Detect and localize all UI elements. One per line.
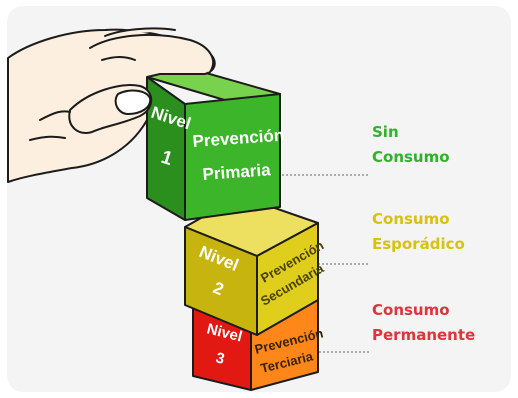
stage-labels: Sin Consumo Consumo Esporádico Consumo P… [372,123,475,344]
cube-2-right-face [256,222,319,336]
knuckle-creases [29,56,136,141]
hand-illustration [7,27,216,183]
connector-lines [282,174,370,353]
cube-3-level-number: 3 [214,349,226,368]
stage-1-line2: Consumo [372,148,450,166]
cube-1-front-face [184,93,281,221]
stage-3-line1: Consumo [372,301,450,319]
thumbnail [114,89,152,115]
hand-fingers [89,27,215,73]
stage-2-line2: Esporádico [372,235,465,253]
stage-1-line1: Sin [372,123,399,141]
stage-3-line2: Permanente [372,326,475,344]
cube-level-1 [146,66,281,221]
cube-level-2 [184,195,319,336]
stage-2-line1: Consumo [372,210,450,228]
cube-1-name-line2: Primaria [202,160,272,184]
